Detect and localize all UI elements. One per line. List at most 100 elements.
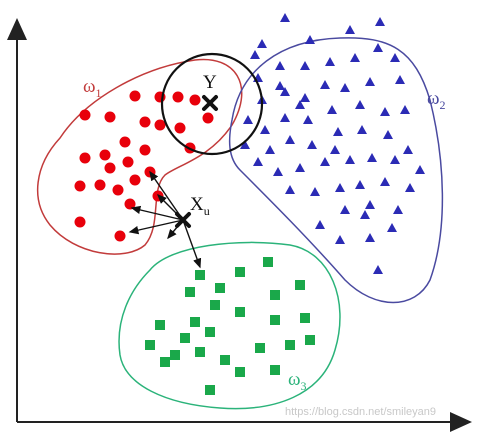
- class2-point: [365, 200, 375, 209]
- class2-point: [405, 183, 415, 192]
- watermark: https://blog.csdn.net/smileyan9: [285, 406, 436, 418]
- class3-points: [145, 257, 315, 395]
- class2-point: [360, 210, 370, 219]
- class2-point: [285, 135, 295, 144]
- class2-point: [315, 220, 325, 229]
- class2-point: [350, 53, 360, 62]
- class2-point: [375, 17, 385, 26]
- class2-point: [273, 167, 283, 176]
- class1-point: [202, 112, 214, 124]
- class2-point: [355, 100, 365, 109]
- class1-point: [174, 122, 186, 134]
- class2-point: [253, 157, 263, 166]
- class3-point: [270, 290, 280, 300]
- class1-point: [74, 216, 86, 228]
- class1-point: [154, 119, 166, 131]
- class3-point: [180, 333, 190, 343]
- class3-point: [170, 350, 180, 360]
- class3-point: [255, 343, 265, 353]
- class3-point: [215, 283, 225, 293]
- class2-point: [357, 125, 367, 134]
- class2-point: [367, 153, 377, 162]
- class2-point: [300, 93, 310, 102]
- neighborhood-circle: [160, 52, 264, 156]
- class2-point: [335, 235, 345, 244]
- class2-point: [243, 115, 253, 124]
- class2-point: [320, 157, 330, 166]
- class2-point: [400, 105, 410, 114]
- class3-point: [195, 347, 205, 357]
- class2-region: [228, 37, 444, 304]
- class3-point: [305, 335, 315, 345]
- class2-point: [365, 233, 375, 242]
- class1-point: [79, 152, 91, 164]
- label-y: Y: [203, 72, 217, 93]
- class3-point: [205, 385, 215, 395]
- class3-point: [210, 300, 220, 310]
- label-omega1: ω1: [83, 76, 102, 100]
- class2-point: [275, 61, 285, 70]
- class2-point: [387, 223, 397, 232]
- class2-point: [295, 163, 305, 172]
- class1-point: [139, 116, 151, 128]
- class2-point: [340, 205, 350, 214]
- class1-point: [129, 174, 141, 186]
- class2-point: [380, 177, 390, 186]
- class1-point: [104, 162, 116, 174]
- class2-point: [325, 57, 335, 66]
- class3-point: [300, 313, 310, 323]
- class2-point: [295, 100, 305, 109]
- class2-point: [373, 43, 383, 52]
- label-omega3: ω3: [288, 369, 307, 393]
- class2-point: [320, 80, 330, 89]
- class1-point: [104, 111, 116, 123]
- class1-point: [189, 94, 201, 106]
- class3-point: [270, 315, 280, 325]
- class2-point: [383, 130, 393, 139]
- class1-point: [114, 230, 126, 242]
- class1-point: [79, 109, 91, 121]
- class1-point: [172, 91, 184, 103]
- class3-point: [185, 287, 195, 297]
- class2-point: [335, 183, 345, 192]
- class2-point: [345, 25, 355, 34]
- class3-point: [190, 317, 200, 327]
- class2-point: [380, 107, 390, 116]
- class2-point: [365, 77, 375, 86]
- class3-point: [295, 280, 305, 290]
- class3-point: [263, 257, 273, 267]
- class3-point: [235, 267, 245, 277]
- class1-point: [99, 149, 111, 161]
- class2-point: [340, 83, 350, 92]
- label-xu: Xu: [190, 194, 210, 218]
- class2-point: [260, 125, 270, 134]
- label-omega2: ω2: [427, 88, 446, 112]
- class3-point: [145, 340, 155, 350]
- class2-point: [345, 155, 355, 164]
- class1-point: [152, 190, 164, 202]
- class2-point: [310, 187, 320, 196]
- class3-point: [235, 367, 245, 377]
- class2-point: [280, 113, 290, 122]
- class2-point: [333, 127, 343, 136]
- class1-point: [74, 180, 86, 192]
- class3-point: [155, 320, 165, 330]
- class3-point: [205, 327, 215, 337]
- query-xu-cross-icon: [175, 212, 191, 228]
- class2-point: [415, 165, 425, 174]
- class2-point: [355, 180, 365, 189]
- class3-point: [220, 355, 230, 365]
- class3-point: [285, 340, 295, 350]
- class2-point: [393, 205, 403, 214]
- class2-point: [303, 115, 313, 124]
- class2-point: [275, 81, 285, 90]
- class2-point: [305, 35, 315, 44]
- class3-region: [118, 241, 341, 410]
- class1-point: [112, 184, 124, 196]
- class2-point: [280, 13, 290, 22]
- class2-points: [240, 13, 425, 274]
- class2-point: [257, 39, 267, 48]
- class1-point: [119, 136, 131, 148]
- class2-point: [373, 265, 383, 274]
